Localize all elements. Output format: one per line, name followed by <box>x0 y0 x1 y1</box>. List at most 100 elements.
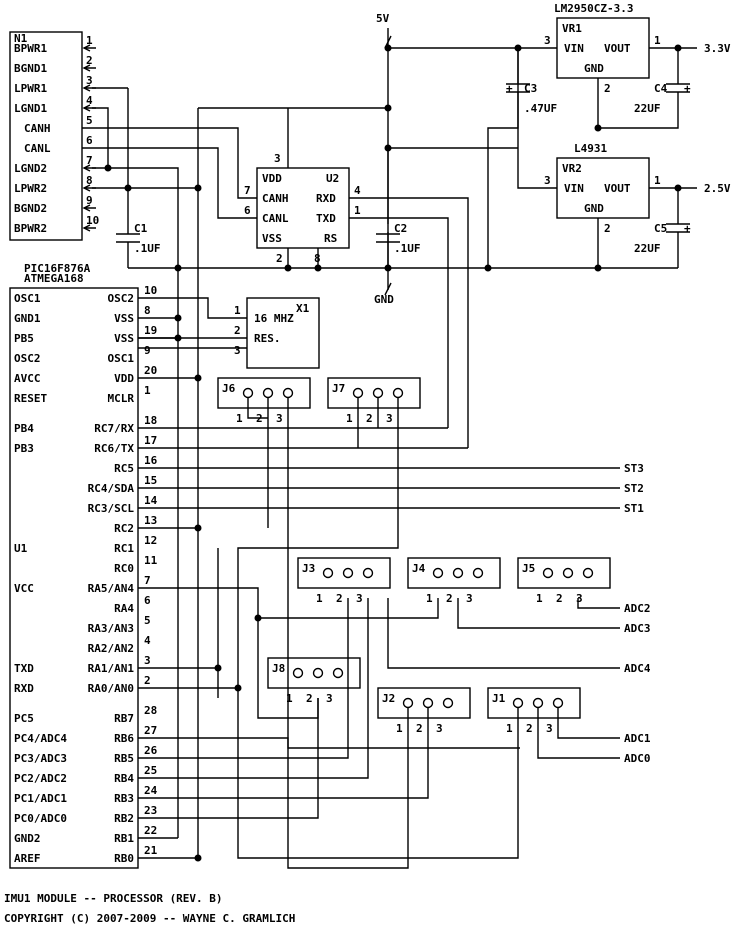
x1-box <box>246 297 320 369</box>
cap-c4 <box>666 83 690 93</box>
j2-box <box>377 687 471 719</box>
n1-pin-num: 9 <box>86 194 93 207</box>
u1-pin-num: 4 <box>144 634 151 647</box>
j8-pin: 1 <box>286 692 293 705</box>
u1-left-label: OSC2 <box>14 352 41 365</box>
cap-c5 <box>666 223 690 233</box>
u1-pin-name: RC3/SCL <box>88 502 135 515</box>
c2-value: .1UF <box>394 242 421 255</box>
j5-box <box>517 557 611 589</box>
j1-ref: J1 <box>492 692 506 705</box>
c1-value: .1UF <box>134 242 161 255</box>
j5-pin: 1 <box>536 592 543 605</box>
u1-pin-name: RC5 <box>114 462 134 475</box>
c2-ref: C2 <box>394 222 407 235</box>
c5-value: 22UF <box>634 242 661 255</box>
header-labels: J6 1 2 3 J7 1 2 3 J3 1 2 3 J4 1 2 3 J5 1… <box>222 382 583 735</box>
u1-pin-name: RB5 <box>114 752 134 765</box>
vr2-gnd: GND <box>584 202 604 215</box>
u1-pin-num: 14 <box>144 494 158 507</box>
u1-pin-name: VSS <box>114 332 134 345</box>
n1-pin-name: BGND1 <box>14 62 47 75</box>
j6-pin: 3 <box>276 412 283 425</box>
vr2-pin-gnd: 2 <box>604 222 611 235</box>
u1-pin-num: 20 <box>144 364 157 377</box>
j3-pin: 1 <box>316 592 323 605</box>
u1-pin-num: 3 <box>144 654 151 667</box>
j3-pin: 2 <box>336 592 343 605</box>
j6-box <box>217 377 311 409</box>
u1-pin-num: 1 <box>144 384 151 397</box>
net-adc2: ADC2 <box>624 602 651 615</box>
u1-left-label: TXD <box>14 662 34 675</box>
vr2-vout: VOUT <box>604 182 631 195</box>
j3-pin: 3 <box>356 592 363 605</box>
u1-left-label: RXD <box>14 682 34 695</box>
n1-pin-name: CANH <box>24 122 51 135</box>
u1-part1: PIC16F876A <box>24 262 91 275</box>
wires <box>82 28 697 869</box>
u1-pin-num: 28 <box>144 704 157 717</box>
net-adc3: ADC3 <box>624 622 651 635</box>
n1-pin-list: BPWR1 1 BGND1 2 LPWR1 3 LGND1 4 CANH 5 C… <box>14 34 99 235</box>
n1-pin-num: 8 <box>86 174 93 187</box>
label-2v5: 2.5V <box>704 182 731 195</box>
c5-ref: C5 <box>654 222 667 235</box>
copyright: COPYRIGHT (C) 2007-2009 -- WAYNE C. GRAM… <box>4 912 295 925</box>
n1-pin-num: 2 <box>86 54 93 67</box>
j6-pin: 2 <box>256 412 263 425</box>
j3-box <box>297 557 391 589</box>
net-labels: ST3 ST2 ST1 ADC2 ADC3 ADC4 ADC1 ADC0 <box>624 462 651 765</box>
page-title: IMU1 MODULE -- PROCESSOR (REV. B) <box>4 892 223 905</box>
n1-connector-box <box>9 31 83 241</box>
j1-pin: 3 <box>546 722 553 735</box>
n1-pin-num: 4 <box>86 94 93 107</box>
u1-pin-name: RA1/AN1 <box>88 662 135 675</box>
u1-pin-name: RB1 <box>114 832 134 845</box>
vr1-pin-out: 1 <box>654 34 661 47</box>
n1-pin-num: 7 <box>86 154 93 167</box>
n1-pin-num: 1 <box>86 34 93 47</box>
c3-ref: C3 <box>524 82 537 95</box>
u1-pin-num: 2 <box>144 674 151 687</box>
n1-pin-num: 3 <box>86 74 93 87</box>
label-3v3: 3.3V <box>704 42 731 55</box>
j1-box <box>487 687 581 719</box>
u1-pin-name: RA2/AN2 <box>88 642 134 655</box>
u1-left-label: PC3/ADC3 <box>14 752 67 765</box>
u1-pin-num: 10 <box>144 284 157 297</box>
j4-pin: 2 <box>446 592 453 605</box>
x1-pin: 1 <box>234 304 241 317</box>
u1-pin-name: RB0 <box>114 852 134 865</box>
u1-pin-num: 18 <box>144 414 157 427</box>
u2-pin-txd: TXD <box>316 212 336 225</box>
vr1-part: LM2950CZ-3.3 <box>554 2 633 15</box>
u1-pin-num: 23 <box>144 804 157 817</box>
u2-num-rxd: 4 <box>354 184 361 197</box>
j3-ref: J3 <box>302 562 315 575</box>
n1-ref: N1 <box>14 32 28 45</box>
net-st3: ST3 <box>624 462 644 475</box>
u1-left-label: PB5 <box>14 332 34 345</box>
net-st2: ST2 <box>624 482 644 495</box>
u1-pin-name: RC1 <box>114 542 134 555</box>
u1-pin-num: 17 <box>144 434 157 447</box>
u1-left-label: PC2/ADC2 <box>14 772 67 785</box>
u1-pin-num: 25 <box>144 764 157 777</box>
u2-num-canh: 7 <box>244 184 251 197</box>
c1-ref: C1 <box>134 222 148 235</box>
n1-pin-num: 5 <box>86 114 93 127</box>
u1-pin-num: 12 <box>144 534 157 547</box>
u2-pin-vdd: VDD <box>262 172 282 185</box>
net-adc1: ADC1 <box>624 732 651 745</box>
u1-left-label: OSC1 <box>14 292 41 305</box>
u1-left-label: AVCC <box>14 372 41 385</box>
u2-pin-rxd: RXD <box>316 192 336 205</box>
u1-pin-name: RC6/TX <box>94 442 134 455</box>
j7-pin: 3 <box>386 412 393 425</box>
n1-pin-name: BPWR1 <box>14 42 47 55</box>
j1-pin: 2 <box>526 722 533 735</box>
x1-labels: X1 16 MHZ RES. 1 2 3 <box>234 302 310 357</box>
u1-part2: ATMEGA168 <box>24 272 84 285</box>
vr2-pin-in: 3 <box>544 174 551 187</box>
